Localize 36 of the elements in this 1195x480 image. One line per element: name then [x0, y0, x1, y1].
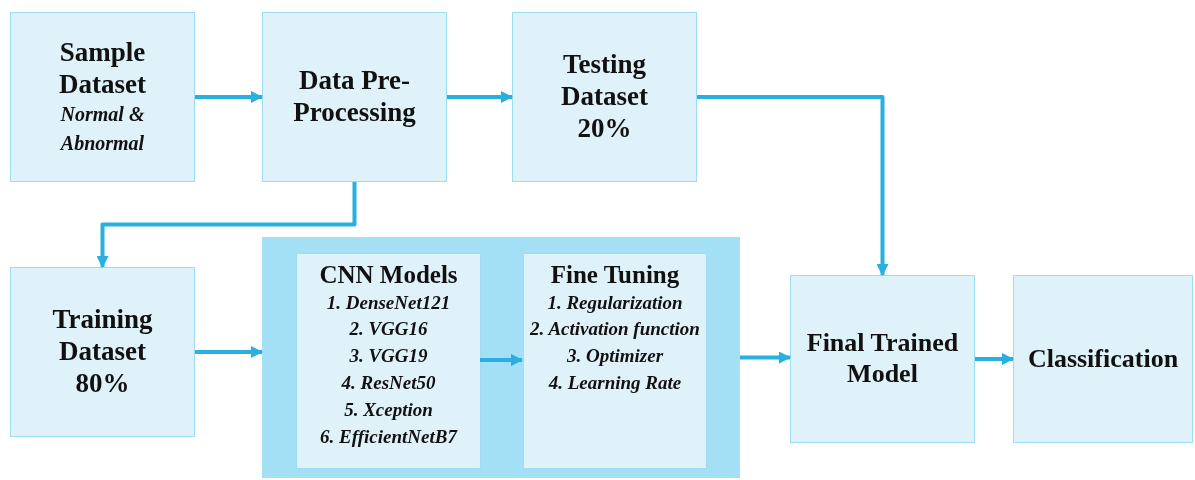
- process-box: [1013, 275, 1193, 443]
- box-text: 2. VGG16: [349, 317, 428, 342]
- box-text: 1. Regularization: [547, 290, 683, 315]
- process-box: [296, 253, 481, 469]
- box-title: Testing Dataset 20%: [560, 49, 649, 145]
- box-title: Classification: [1027, 343, 1179, 375]
- box-text: 6. EfficientNetB7: [320, 425, 457, 450]
- box-text: 1. DenseNet121: [326, 290, 451, 315]
- arrow: [195, 346, 263, 358]
- box-title: Training Dataset 80%: [51, 304, 154, 400]
- process-box: [262, 12, 447, 182]
- box-text: 3. Optimizer: [566, 344, 664, 369]
- box-text: Normal & Abnormal: [58, 102, 146, 156]
- arrow: [480, 354, 523, 366]
- process-box: [790, 275, 975, 443]
- box-title: CNN Models: [319, 260, 458, 290]
- box-text: 2. Activation function: [530, 317, 700, 342]
- box-text: 5. Xception: [344, 398, 433, 423]
- arrow: [740, 351, 791, 364]
- box-title: Final Trained Model: [805, 328, 960, 390]
- box-title: Sample Dataset: [58, 36, 147, 101]
- arrow: [195, 91, 263, 103]
- arrow: [96, 182, 357, 268]
- box-text: 4. Learning Rate: [548, 371, 682, 396]
- arrow: [697, 95, 889, 276]
- process-box: [512, 12, 697, 182]
- arrow: [447, 91, 513, 103]
- box-text: 3. VGG19: [349, 344, 428, 369]
- box-title: Data Pre-Processing: [292, 65, 417, 129]
- process-box: [10, 267, 195, 437]
- group-panel: [262, 237, 740, 478]
- process-box: [523, 253, 707, 469]
- box-title: Fine Tuning: [550, 260, 680, 290]
- process-box: [10, 12, 195, 182]
- arrow: [975, 353, 1014, 365]
- box-text: 4. ResNet50: [341, 371, 436, 396]
